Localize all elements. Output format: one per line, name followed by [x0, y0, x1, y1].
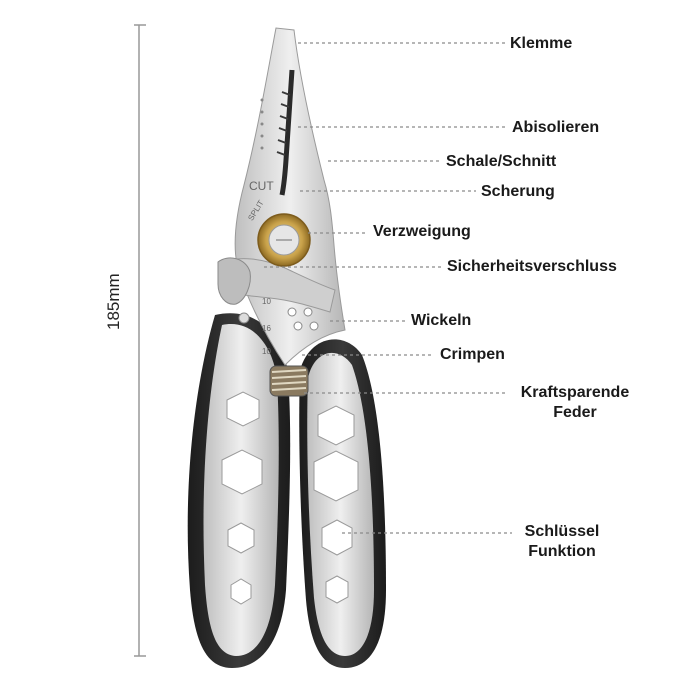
- leader-lines: [264, 42, 512, 534]
- callout-schluessel-funktion: Schlüssel Funktion: [512, 522, 612, 562]
- callout-schluessel-line2: Funktion: [528, 543, 596, 560]
- hex-hole-3: [227, 522, 255, 554]
- callout-feder-line1: Kraftsparende: [520, 384, 630, 401]
- callout-crimpen: Crimpen: [440, 346, 505, 363]
- hex-hole-8: [325, 575, 349, 604]
- callout-verzweigung: Verzweigung: [373, 223, 471, 240]
- dimension-label: 185mm: [104, 273, 123, 330]
- brass-pivot: [257, 213, 311, 267]
- hex-hole-5: [317, 405, 355, 446]
- callout-schluessel-line1: Schlüssel: [524, 523, 600, 540]
- pliers-head: [217, 27, 346, 366]
- gauge-10-marking: 10: [262, 297, 271, 306]
- hex-hole-2: [221, 449, 263, 495]
- callout-scherung: Scherung: [481, 183, 555, 200]
- cut-marking: CUT: [249, 179, 274, 193]
- callout-wickeln: Wickeln: [411, 312, 472, 329]
- left-handle: [187, 313, 291, 668]
- hex-hole-7: [321, 519, 353, 556]
- hex-hole-4: [230, 578, 252, 605]
- callout-abisolieren: Abisolieren: [512, 119, 600, 136]
- spring: [269, 365, 309, 397]
- gauge-16-marking: 16: [262, 324, 271, 333]
- hex-hole-1: [226, 391, 260, 427]
- callout-sicherheitsverschluss: Sicherheitsverschluss: [447, 258, 617, 275]
- callout-schale-schnitt: Schale/Schnitt: [446, 153, 557, 170]
- gauge-10b-marking: 10: [262, 347, 271, 356]
- hex-hole-6: [313, 450, 359, 502]
- callout-kraftsparende-feder: Kraftsparende Feder: [510, 383, 640, 423]
- callout-feder-line2: Feder: [553, 404, 597, 421]
- right-handle: [299, 339, 386, 668]
- callout-klemme: Klemme: [510, 35, 573, 52]
- dimension-bracket: [134, 24, 146, 657]
